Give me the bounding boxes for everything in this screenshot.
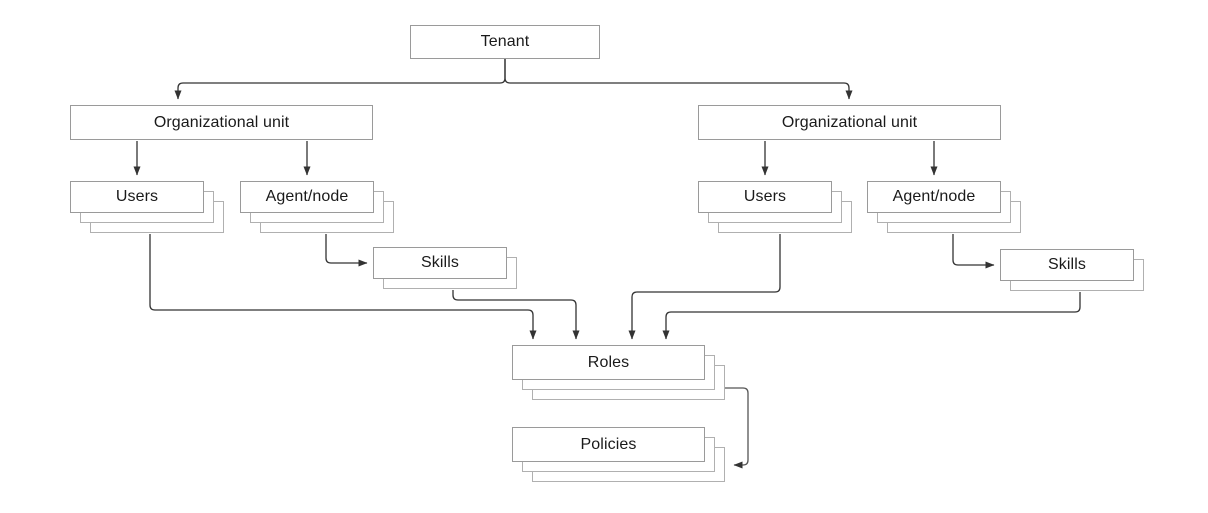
- node-organizational-unit-right[interactable]: Organizational unit: [698, 105, 1001, 140]
- node-organizational-unit-left[interactable]: Organizational unit: [70, 105, 373, 140]
- node-users-right[interactable]: Users: [698, 181, 878, 261]
- agent-node-right-label: Agent/node: [892, 188, 976, 205]
- tenant-label: Tenant: [480, 33, 530, 50]
- skills-right-box[interactable]: Skills: [1000, 249, 1134, 281]
- node-agent-node-right[interactable]: Agent/node: [867, 181, 1047, 261]
- organizational-unit-left-box[interactable]: Organizational unit: [70, 105, 373, 140]
- users-left-box[interactable]: Users: [70, 181, 204, 213]
- node-tenant[interactable]: Tenant: [410, 25, 600, 59]
- policies-box[interactable]: Policies: [512, 427, 705, 462]
- node-skills-left[interactable]: Skills: [373, 247, 543, 317]
- skills-right-label: Skills: [1048, 256, 1086, 273]
- edge-tenant-to-ou-right: [504, 59, 853, 100]
- edge-tenant-to-ou-left: [174, 59, 506, 100]
- agent-node-left-label: Agent/node: [265, 188, 349, 205]
- tenant-box[interactable]: Tenant: [410, 25, 600, 59]
- node-agent-node-left[interactable]: Agent/node: [240, 181, 420, 261]
- node-users-left[interactable]: Users: [70, 181, 250, 261]
- users-left-label: Users: [115, 188, 159, 205]
- users-right-box[interactable]: Users: [698, 181, 832, 213]
- users-right-label: Users: [743, 188, 787, 205]
- policies-label: Policies: [580, 435, 637, 453]
- agent-node-left-box[interactable]: Agent/node: [240, 181, 374, 213]
- node-policies[interactable]: Policies: [512, 427, 752, 507]
- node-roles[interactable]: Roles: [512, 345, 752, 425]
- roles-label: Roles: [587, 353, 630, 371]
- roles-box[interactable]: Roles: [512, 345, 705, 380]
- organizational-unit-right-label: Organizational unit: [781, 113, 918, 131]
- skills-left-box[interactable]: Skills: [373, 247, 507, 279]
- organizational-unit-left-label: Organizational unit: [153, 113, 290, 131]
- skills-left-label: Skills: [421, 254, 459, 271]
- node-skills-right[interactable]: Skills: [1000, 249, 1170, 319]
- organizational-unit-right-box[interactable]: Organizational unit: [698, 105, 1001, 140]
- agent-node-right-box[interactable]: Agent/node: [867, 181, 1001, 213]
